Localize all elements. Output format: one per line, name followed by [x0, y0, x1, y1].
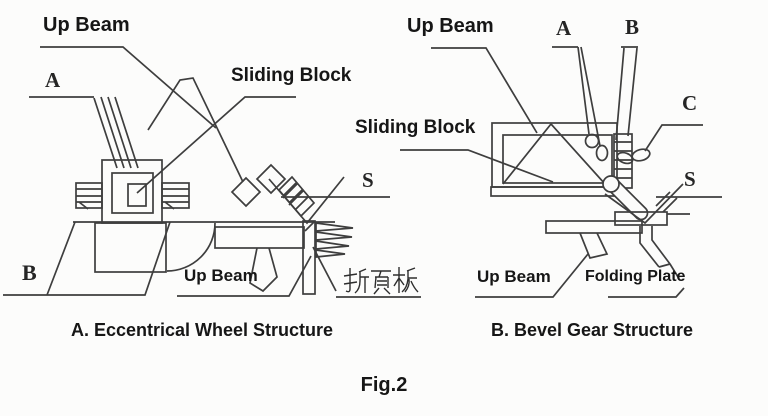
hatched-link-hatch: [283, 181, 310, 210]
leader-folding-plate: [608, 287, 685, 298]
label-up-beam-bottom-b: Up Beam: [477, 267, 551, 286]
eccentric-diamond-2: [255, 163, 287, 195]
lever-head: [602, 175, 620, 193]
end-bar-tick: [304, 221, 315, 232]
label-point-s-b: S: [684, 167, 696, 191]
label-up-beam-top-b: Up Beam: [407, 15, 494, 37]
leader-up-beam-top-a: [40, 46, 217, 129]
leader-up-beam-bottom-a: [177, 255, 312, 297]
label-point-c-b: C: [682, 91, 698, 115]
label-up-beam-bottom-a: Up Beam: [184, 266, 258, 285]
left-wing-hatch: [76, 188, 102, 210]
caption-panel-b: B. Bevel Gear Structure: [490, 320, 694, 340]
v-ticks-b: [655, 191, 678, 213]
v-support-a: [268, 176, 345, 225]
base-parallelogram: [3, 221, 171, 296]
base-inner: [94, 222, 167, 273]
label-point-b-b: B: [625, 15, 640, 39]
leader-point-b-b: [615, 46, 638, 141]
figure-caption: Fig.2: [360, 374, 408, 396]
caption-panel-a: A. Eccentrical Wheel Structure: [70, 320, 334, 340]
housing-inner: [111, 172, 154, 214]
gear-circle-1: [584, 133, 600, 149]
base-arc: [166, 222, 216, 272]
t-beam: [545, 220, 643, 234]
peak-outline: [147, 77, 244, 183]
panel-a-drawing: [3, 46, 421, 298]
leader-sliding-block-a: [136, 96, 296, 194]
right-wing-hatch: [162, 188, 189, 210]
folding-plate-spikes: [315, 222, 354, 258]
label-sliding-block-b: Sliding Block: [355, 117, 476, 138]
label-point-b-a: B: [22, 260, 37, 285]
leader-up-beam-top-b: [431, 47, 538, 134]
v-ticks-a: [282, 183, 304, 206]
hatched-band: [93, 96, 139, 169]
leader-up-beam-bottom-b: [475, 253, 589, 298]
label-folding-plate-b: Folding Plate: [585, 268, 686, 285]
gear-circle-2: [595, 144, 609, 162]
label-point-a-b: A: [556, 16, 572, 40]
bevel-gear-2: [631, 148, 651, 162]
leader-point-a-b: [552, 46, 601, 147]
panel-b-drawing: [400, 46, 722, 298]
leader-point-c-b: [644, 124, 703, 152]
arm-bar: [214, 226, 305, 249]
label-sliding-block-a: Sliding Block: [231, 65, 352, 86]
gear-rack-rungs: [614, 141, 632, 179]
sliding-block-a-shape: [127, 183, 147, 207]
folding-plate-shape: [639, 226, 679, 278]
eccentric-diamond-1: [230, 176, 262, 208]
folding-plate-cn-glyphs: [343, 267, 419, 295]
gearbox-inner: [502, 134, 613, 184]
t-beam-leg: [579, 232, 609, 259]
leader-sliding-block-b: [400, 149, 554, 183]
leader-folding-plate-cn: [312, 246, 421, 298]
arm-legs: [249, 247, 278, 293]
pedestal: [614, 211, 668, 226]
gearbox-base: [490, 186, 618, 197]
label-point-a-a: A: [45, 68, 61, 92]
label-folding-plate-cn: 折页板: [342, 263, 417, 287]
label-point-s-a: S: [362, 168, 374, 192]
bevel-gear-1: [616, 151, 634, 165]
label-up-beam-top-a: Up Beam: [43, 14, 130, 36]
